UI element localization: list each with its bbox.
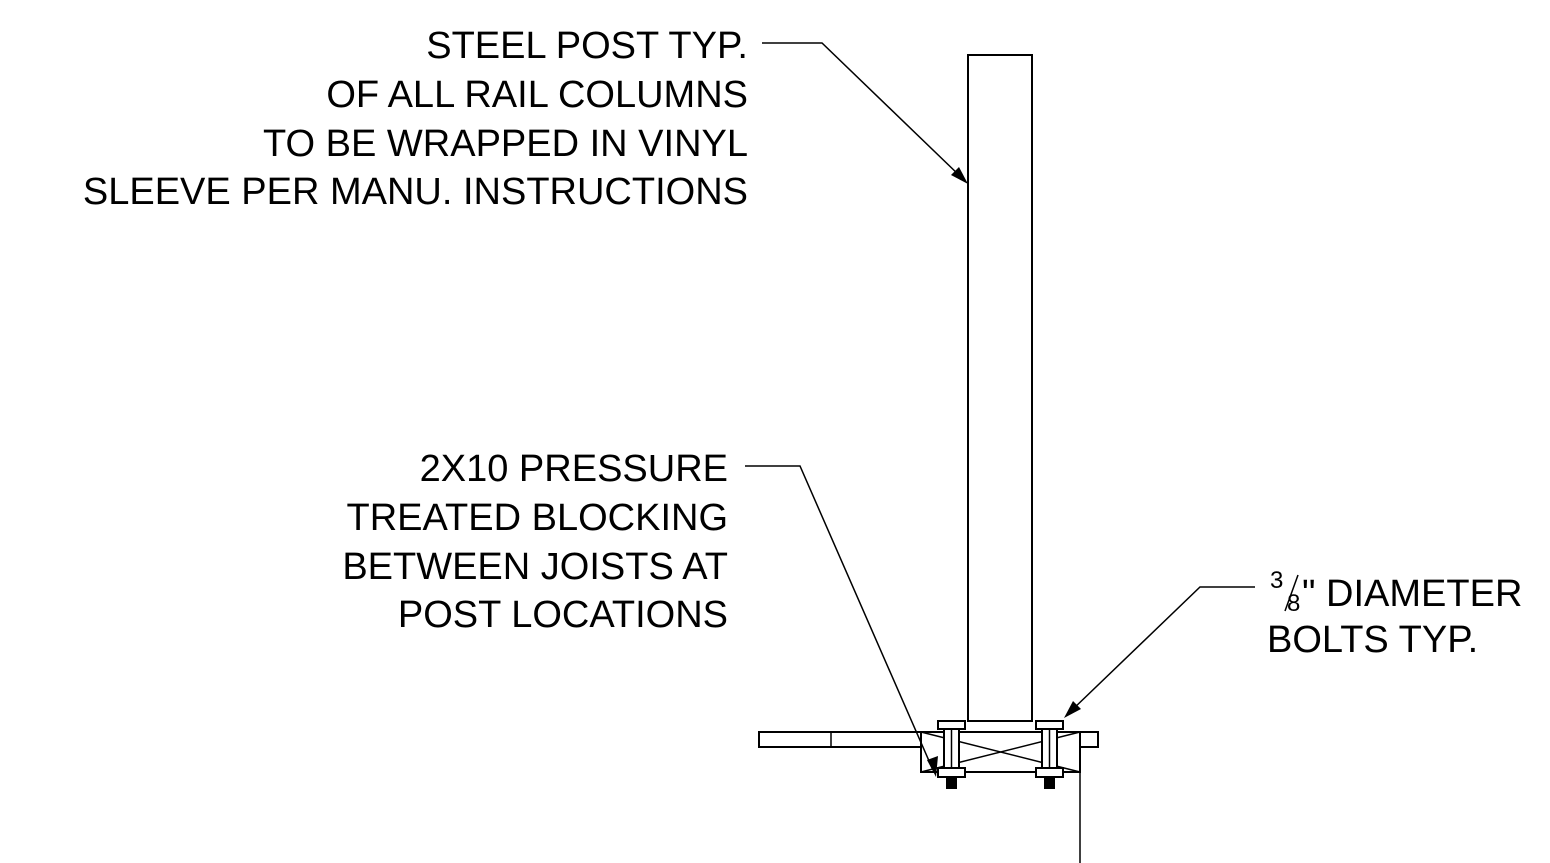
- steel-post-note-line4: SLEEVE PER MANU. INSTRUCTIONS: [83, 171, 748, 213]
- steel-post-note-line2: OF ALL RAIL COLUMNS: [326, 74, 748, 116]
- blocking-note-line4: POST LOCATIONS: [398, 594, 728, 636]
- blocking-leader: [745, 465, 938, 777]
- steel-post: [967, 54, 1033, 722]
- blocking-note-line3: BETWEEN JOISTS AT: [342, 546, 728, 588]
- bolt-right: [1035, 720, 1064, 789]
- steel-post-note: STEEL POST TYP. OF ALL RAIL COLUMNS TO B…: [83, 25, 748, 213]
- bolts-leader: [1064, 586, 1255, 718]
- blocking-note-line1: 2X10 PRESSURE: [420, 448, 728, 490]
- bolts-fraction-numerator: 3: [1270, 567, 1283, 594]
- steel-post-leader: [762, 42, 968, 184]
- bolts-note-line2: BOLTS TYP.: [1267, 619, 1478, 661]
- bolts-note-line1: " DIAMETER: [1302, 573, 1522, 615]
- bolts-fraction-denominator: 8: [1287, 590, 1300, 617]
- bolt-left: [937, 720, 966, 789]
- blocking-note-line2: TREATED BLOCKING: [347, 497, 728, 539]
- bolts-fraction-slash: [1284, 574, 1299, 612]
- steel-post-note-line1: STEEL POST TYP.: [426, 25, 748, 67]
- steel-post-note-line3: TO BE WRAPPED IN VINYL: [263, 123, 748, 165]
- bolts-note: 3 8 " DIAMETER BOLTS TYP.: [1267, 567, 1522, 661]
- blocking-note: 2X10 PRESSURE TREATED BLOCKING BETWEEN J…: [342, 448, 728, 636]
